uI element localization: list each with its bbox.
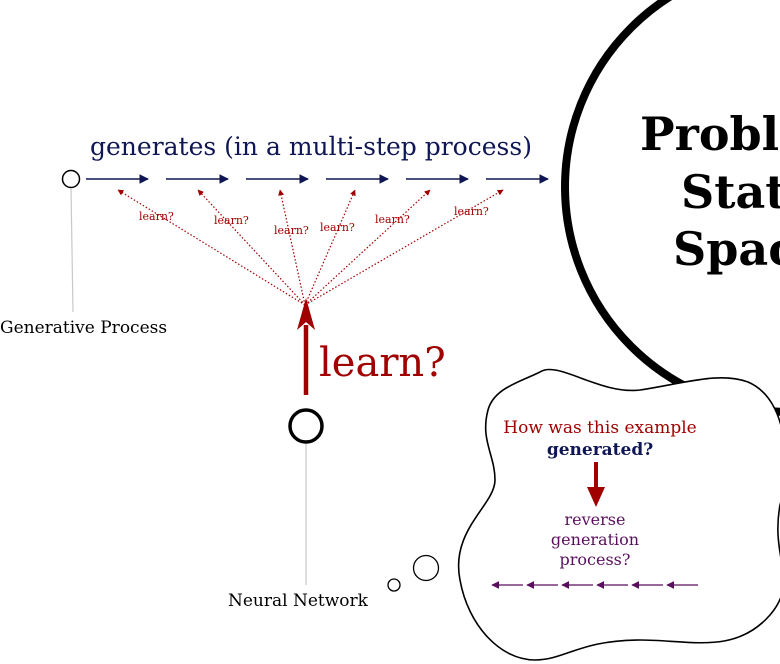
thought-down-arrowhead <box>587 487 605 507</box>
step-learn-arrows: learn? learn? learn? learn? learn? learn… <box>117 189 504 306</box>
step-learn-label: learn? <box>214 214 249 227</box>
main-learn-label: learn? <box>319 340 446 386</box>
generative-process-label: Generative Process <box>0 318 167 338</box>
generative-process-leader-line <box>70 188 74 313</box>
thought-answer-line-2: generation <box>551 530 639 549</box>
step-learn-arrow <box>304 189 356 306</box>
thought-bubble: How was this example generated? reverse … <box>387 368 780 661</box>
thought-question-line-1: How was this example <box>503 418 696 438</box>
step-learn-label: learn? <box>454 205 489 218</box>
problem-space-circle <box>561 0 780 416</box>
problem-state-space: Probl Stat Spac <box>561 0 780 416</box>
step-learn-label: learn? <box>320 221 355 234</box>
step-learn-arrow <box>197 189 306 306</box>
generative-process: generates (in a multi-step process) Gene… <box>0 132 549 338</box>
problem-space-line-3: Spac <box>673 222 780 276</box>
thought-answer-line-1: reverse <box>565 510 626 529</box>
step-learn-label: learn? <box>139 210 174 223</box>
neural-network: learn? Neural Network <box>228 298 446 611</box>
problem-space-line-2: Stat <box>681 165 780 219</box>
main-learn-arrowhead <box>297 298 315 330</box>
step-learn-label: learn? <box>375 213 410 226</box>
thought-question-line-2: generated? <box>547 440 653 460</box>
problem-space-line-1: Probl <box>640 107 779 161</box>
thought-bubble-dot-small <box>387 578 401 592</box>
step-learn-label: learn? <box>274 224 309 237</box>
thought-bubble-dot-large <box>412 554 440 582</box>
neural-network-label: Neural Network <box>228 591 369 611</box>
thought-bubble-cloud <box>457 368 780 661</box>
step-learn-arrow <box>278 189 306 306</box>
step-learn-arrow <box>117 189 306 306</box>
generative-process-node <box>61 169 81 189</box>
thought-answer-line-3: process? <box>560 550 631 569</box>
step-learn-arrow <box>304 189 431 306</box>
generative-process-header: generates (in a multi-step process) <box>90 132 532 161</box>
neural-network-node <box>288 408 324 444</box>
